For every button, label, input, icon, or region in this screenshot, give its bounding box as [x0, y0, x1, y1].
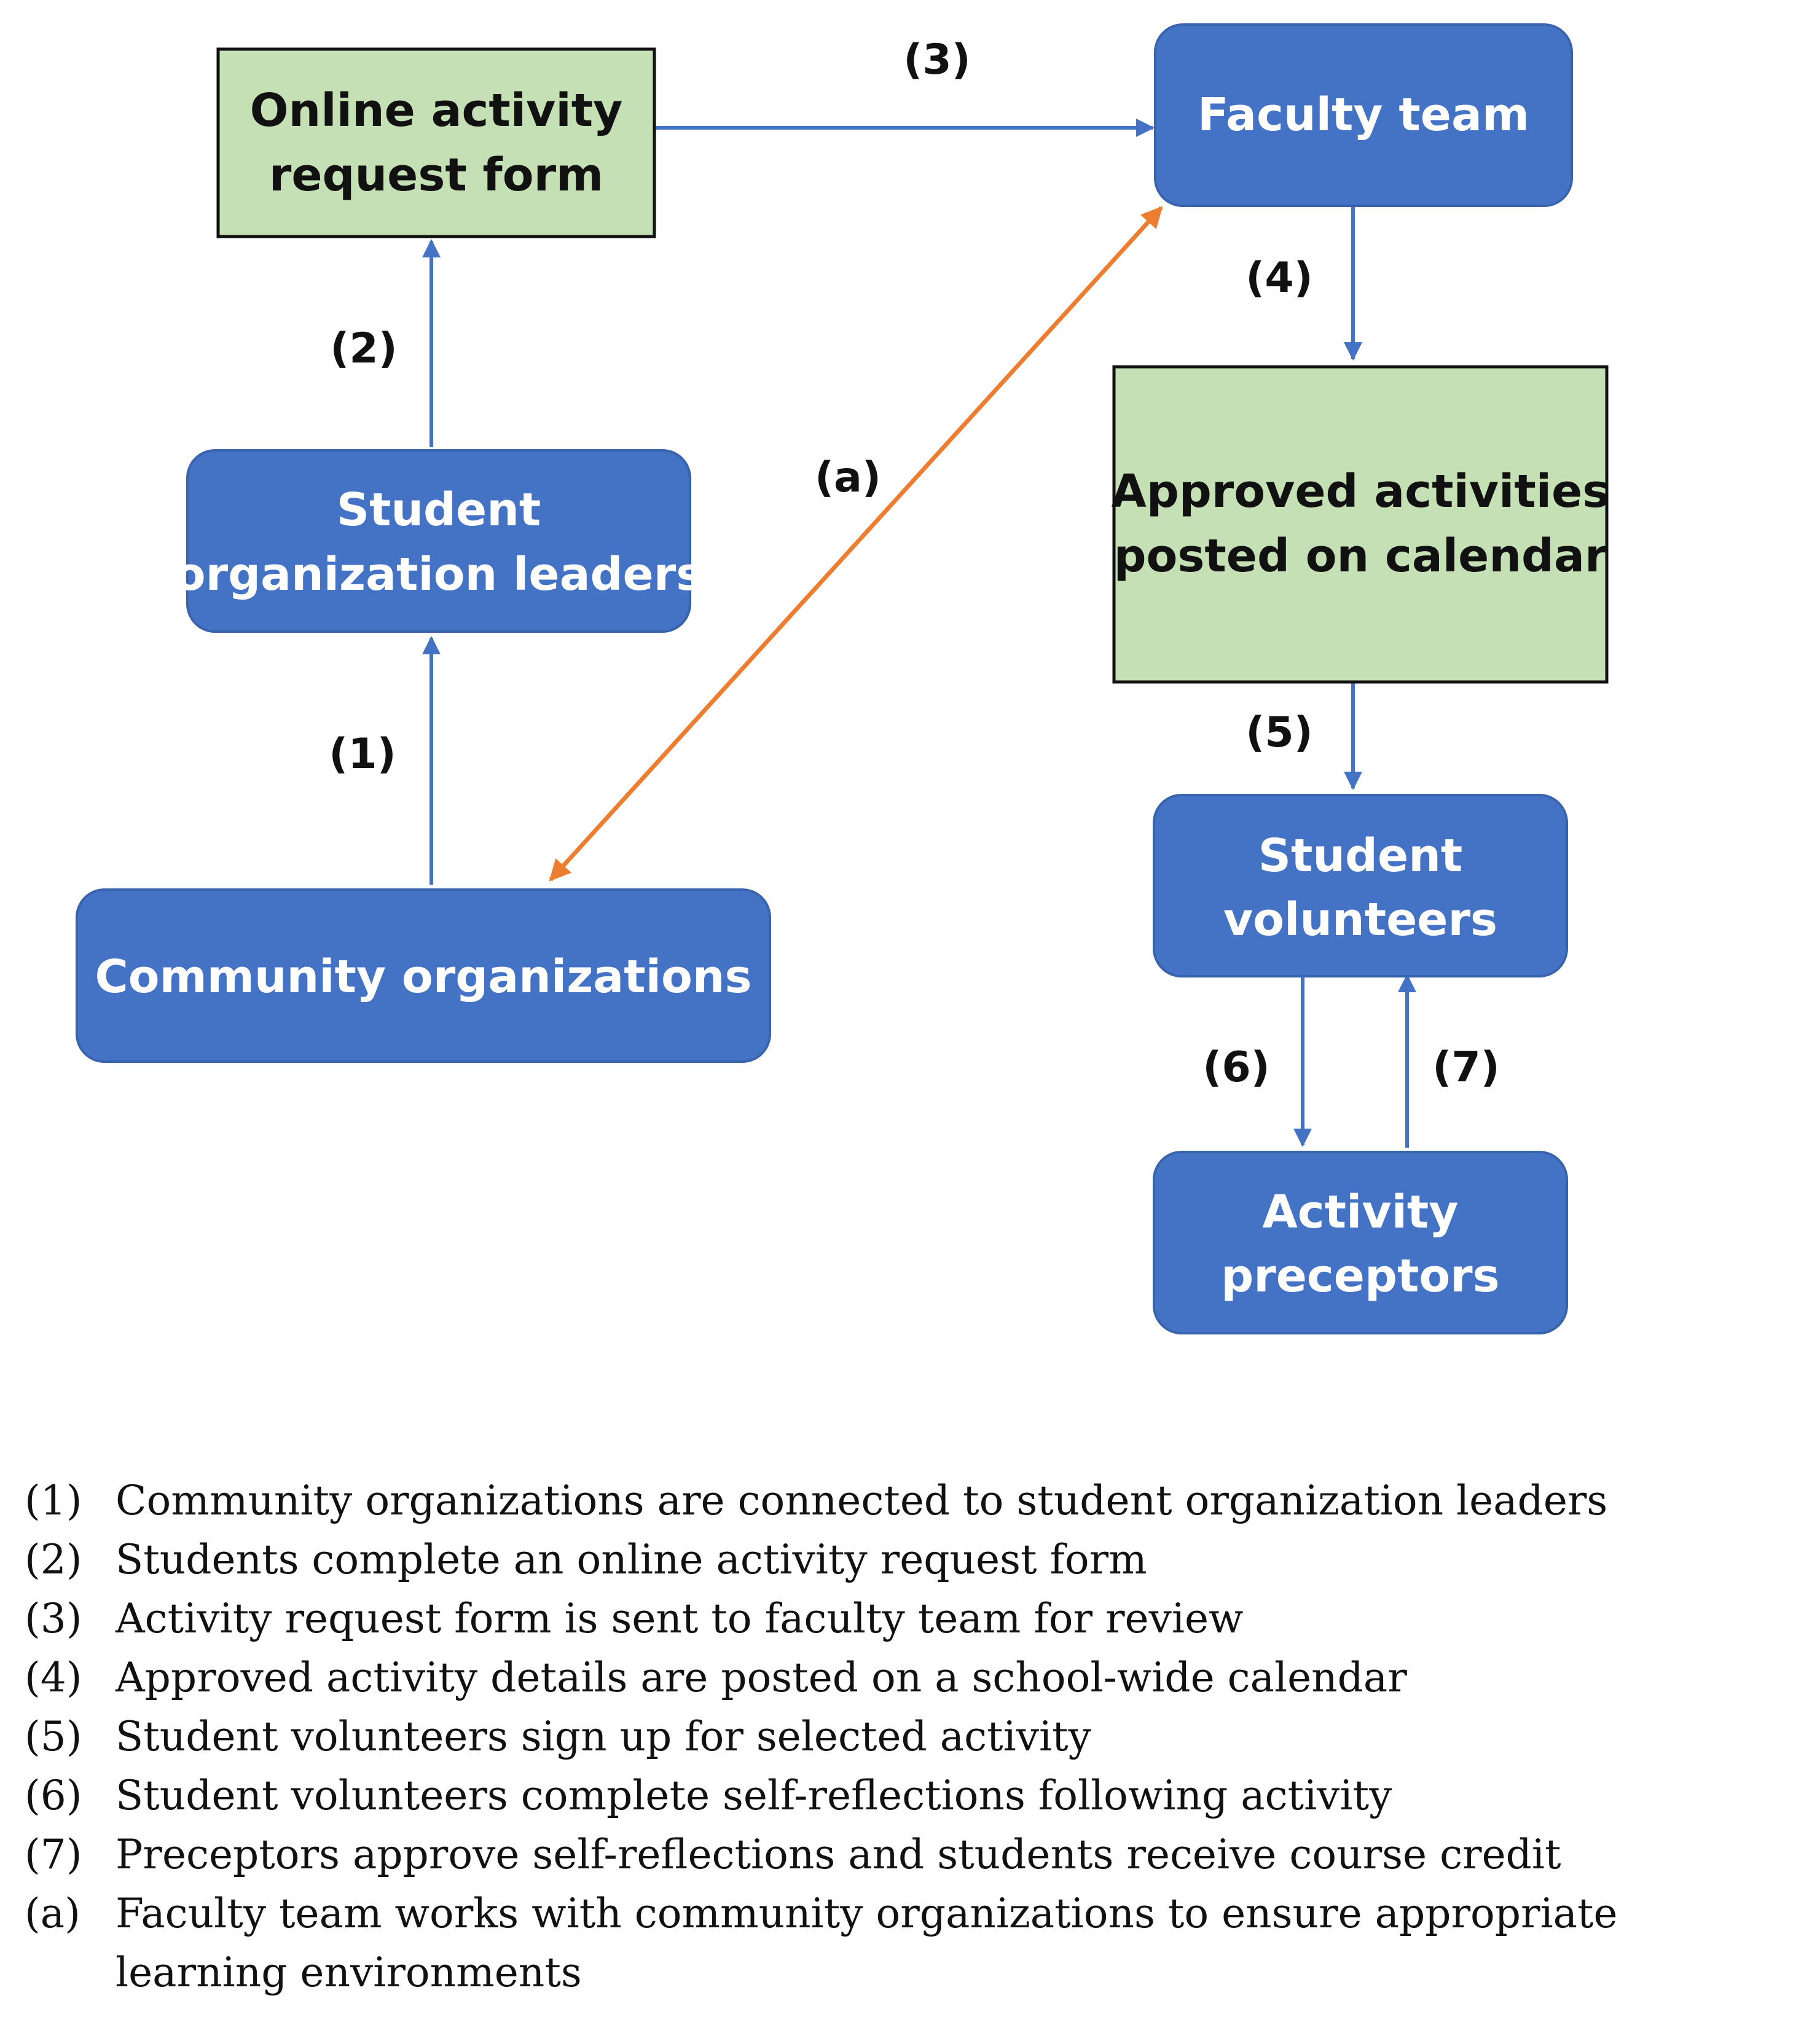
node-activity-preceptors-line-1: Activity [1262, 1186, 1458, 1239]
node-student-leaders: Student organization leaders [175, 449, 704, 633]
legend-item: (1) Community organizations are connecte… [25, 1471, 1800, 1530]
edge-label-4: (4) [1245, 254, 1312, 302]
legend-item: (5) Student volunteers sign up for selec… [25, 1707, 1800, 1766]
legend-item: (6) Student volunteers complete self-ref… [25, 1766, 1800, 1825]
node-student-leaders-line-2: organization leaders [175, 548, 704, 601]
legend-text: Faculty team works with community organi… [116, 1890, 1618, 1996]
edge-label-1: (1) [329, 730, 396, 778]
legend-key: (1) [25, 1477, 82, 1524]
node-faculty-team-line-1: Faculty team [1198, 88, 1529, 141]
node-online-form: Online activity request form [216, 47, 656, 238]
edge-label-7: (7) [1432, 1043, 1499, 1092]
legend: (1) Community organizations are connecte… [25, 1471, 1800, 2002]
legend-item: (a) Faculty team works with community or… [25, 1884, 1800, 2002]
node-faculty-team: Faculty team [1154, 23, 1573, 207]
node-student-volunteers-line-1: Student [1258, 829, 1463, 882]
legend-item: (7) Preceptors approve self-reflections … [25, 1825, 1800, 1884]
legend-key: (7) [25, 1831, 82, 1878]
legend-text: Preceptors approve self-reflections and … [116, 1831, 1561, 1878]
legend-key: (6) [25, 1772, 82, 1819]
flow-diagram: (1) (2) (3) (4) (5) (6) (7) (a) Online a… [76, 23, 1610, 1334]
legend-text: Activity request form is sent to faculty… [116, 1595, 1244, 1642]
legend-key: (3) [25, 1595, 82, 1642]
legend-text: Student volunteers sign up for selected … [116, 1713, 1091, 1760]
legend-item: (4) Approved activity details are posted… [25, 1648, 1800, 1707]
legend-text: Approved activity details are posted on … [116, 1654, 1407, 1701]
edge-label-6: (6) [1202, 1043, 1269, 1092]
legend-key: (2) [25, 1536, 82, 1583]
node-approved-calendar: Approved activities posted on calendar [1112, 365, 1610, 684]
node-approved-calendar-line-2: posted on calendar [1114, 530, 1607, 582]
node-student-volunteers: Student volunteers [1153, 794, 1568, 977]
legend-key: (4) [25, 1654, 82, 1701]
legend-text: Student volunteers complete self-reflect… [116, 1772, 1392, 1819]
legend-key: (5) [25, 1713, 82, 1760]
node-student-leaders-line-1: Student [337, 484, 541, 536]
edge-label-2: (2) [330, 324, 397, 373]
node-community-orgs-line-1: Community organizations [95, 950, 751, 1003]
node-approved-calendar-line-1: Approved activities [1112, 465, 1610, 518]
node-online-form-line-1: Online activity [250, 84, 623, 137]
edge-faculty-community-bidirectional [549, 206, 1163, 882]
node-community-orgs: Community organizations [76, 888, 771, 1063]
node-activity-preceptors: Activity preceptors [1153, 1151, 1568, 1334]
legend-key: (a) [25, 1890, 80, 1937]
legend-text: Community organizations are connected to… [116, 1477, 1608, 1524]
edge-label-5: (5) [1245, 708, 1312, 757]
node-student-volunteers-line-2: volunteers [1223, 893, 1497, 946]
edge-label-3: (3) [903, 36, 970, 84]
legend-text: Students complete an online activity req… [116, 1536, 1147, 1583]
node-activity-preceptors-line-2: preceptors [1221, 1250, 1499, 1302]
node-online-form-line-2: request form [269, 149, 603, 202]
edge-label-a: (a) [815, 453, 881, 502]
legend-item: (3) Activity request form is sent to fac… [25, 1589, 1800, 1648]
legend-item: (2) Students complete an online activity… [25, 1530, 1800, 1589]
